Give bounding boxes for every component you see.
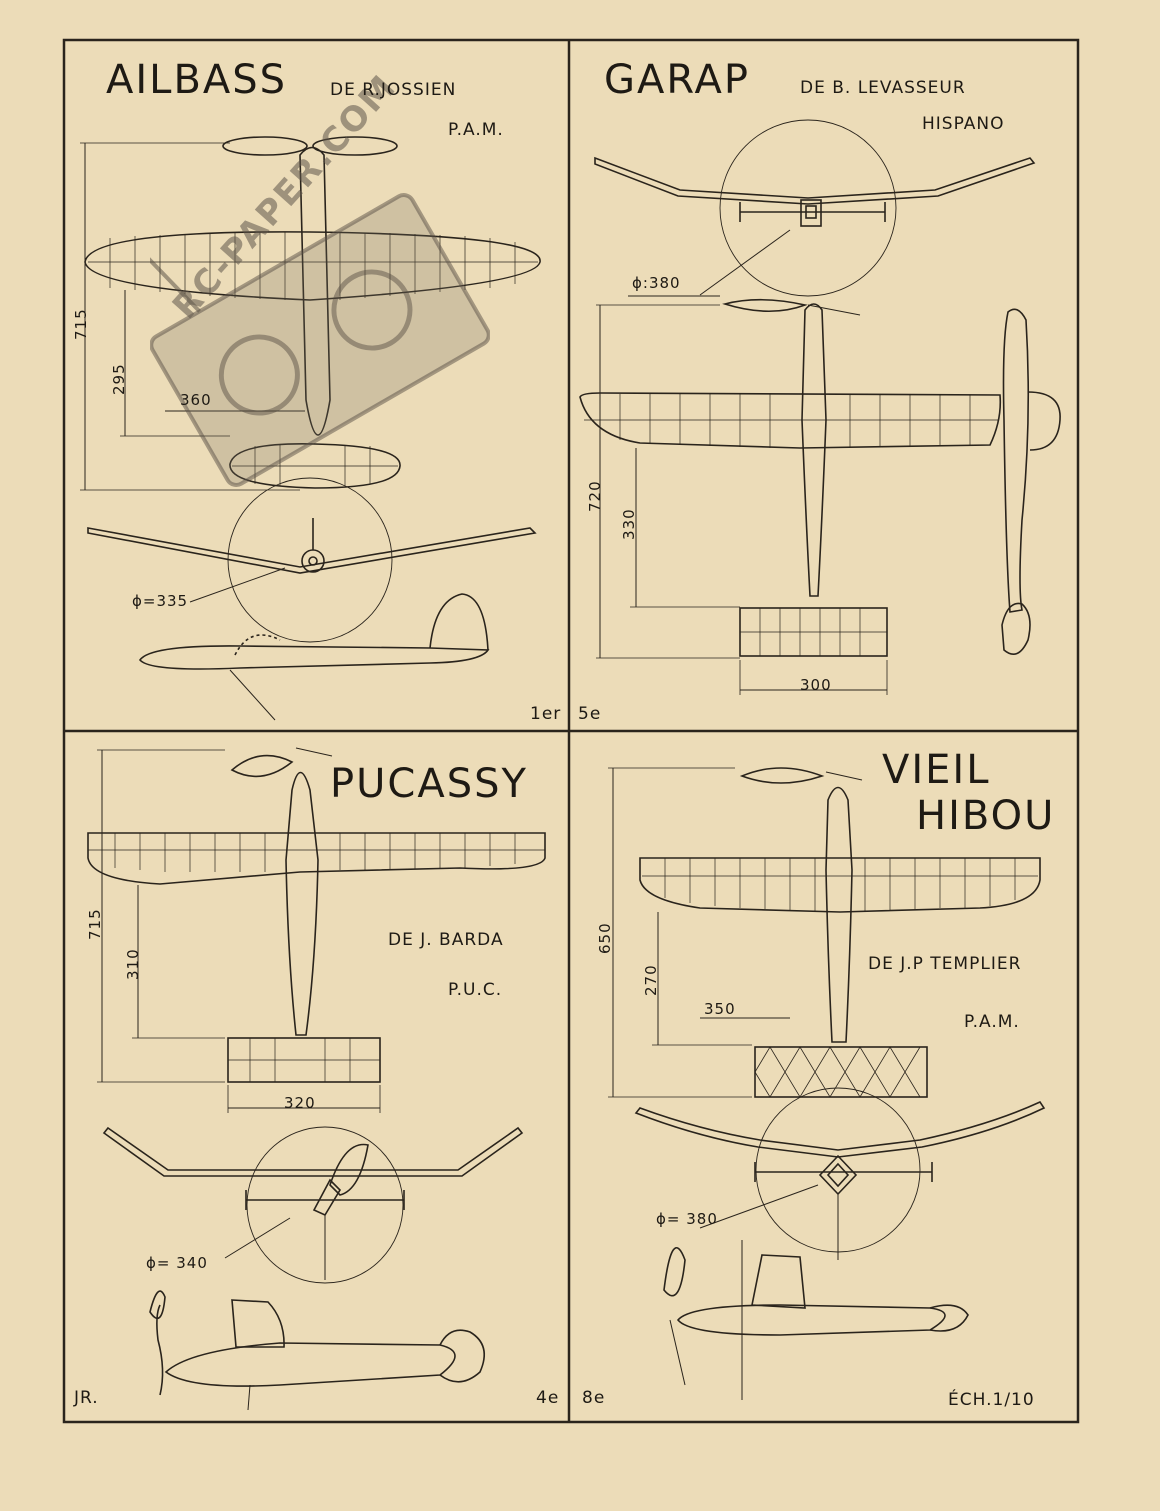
garap-tail-dim: 300 [800,676,832,694]
vieil-hibou-plan-view [608,767,1041,1098]
garap-front-view [594,119,1036,297]
artist-signature: JR. [74,1388,99,1408]
garap-plan-view [579,298,1002,695]
ailbass-length-dim: 715 [72,308,90,340]
ailbass-prop-diameter: ϕ=335 [132,592,189,610]
watermark-badge [150,193,490,487]
garap-club: HISPANO [922,114,1005,134]
pucassy-moment-dim: 310 [124,948,142,980]
garap-designer: DE B. LEVASSEUR [800,78,966,98]
vieil-hibou-length-dim: 650 [596,922,614,954]
pucassy-tail-dim: 320 [284,1094,316,1112]
ailbass-title: AILBASS [106,57,288,103]
vieil-hibou-club: P.A.M. [964,1012,1020,1032]
vieil-hibou-front-view [634,1087,1046,1400]
vieil-hibou-class-mark: 8e [582,1388,606,1408]
vieil-hibou-title-line2: HIBOU [916,793,1056,839]
ailbass-side-view [139,593,490,721]
pucassy-side-view [149,1290,486,1411]
vieil-hibou-prop-diameter: ϕ= 380 [656,1210,718,1228]
ailbass-class-mark-2: 5e [578,704,602,724]
ailbass-club: P.A.M. [448,120,504,140]
ailbass-front-view [87,477,537,643]
pucassy-title: PUCASSY [330,761,528,807]
garap-moment-dim: 330 [620,508,638,540]
vieil-hibou-side-view [663,1246,969,1386]
garap-length-dim: 720 [586,480,604,512]
vieil-hibou-title-line1: VIEIL [882,747,991,793]
vieil-hibou-designer: DE J.P TEMPLIER [868,954,1022,974]
ailbass-tail-dim: 360 [180,391,212,409]
ailbass-class-mark-1: 1er [530,704,562,724]
ailbass-plan-view [80,136,541,491]
pucassy-designer: DE J. BARDA [388,930,504,950]
garap-side-view [1001,308,1061,656]
pucassy-prop-diameter: ϕ= 340 [146,1254,208,1272]
ailbass-moment-dim: 295 [110,363,128,395]
pucassy-front-view [102,1126,524,1284]
pucassy-class-mark: 4e [536,1388,560,1408]
vieil-hibou-tail-dim: 350 [704,1000,736,1018]
garap-prop-diameter: ϕ:380 [632,274,681,292]
ailbass-designer: DE R.JOSSIEN [330,80,457,100]
pucassy-club: P.U.C. [448,980,503,1000]
pucassy-length-dim: 715 [86,908,104,940]
scale-label: ÉCH.1/10 [948,1390,1035,1410]
vieil-hibou-moment-dim: 270 [642,964,660,996]
pucassy-plan-view [87,747,546,1113]
garap-title: GARAP [604,57,751,103]
